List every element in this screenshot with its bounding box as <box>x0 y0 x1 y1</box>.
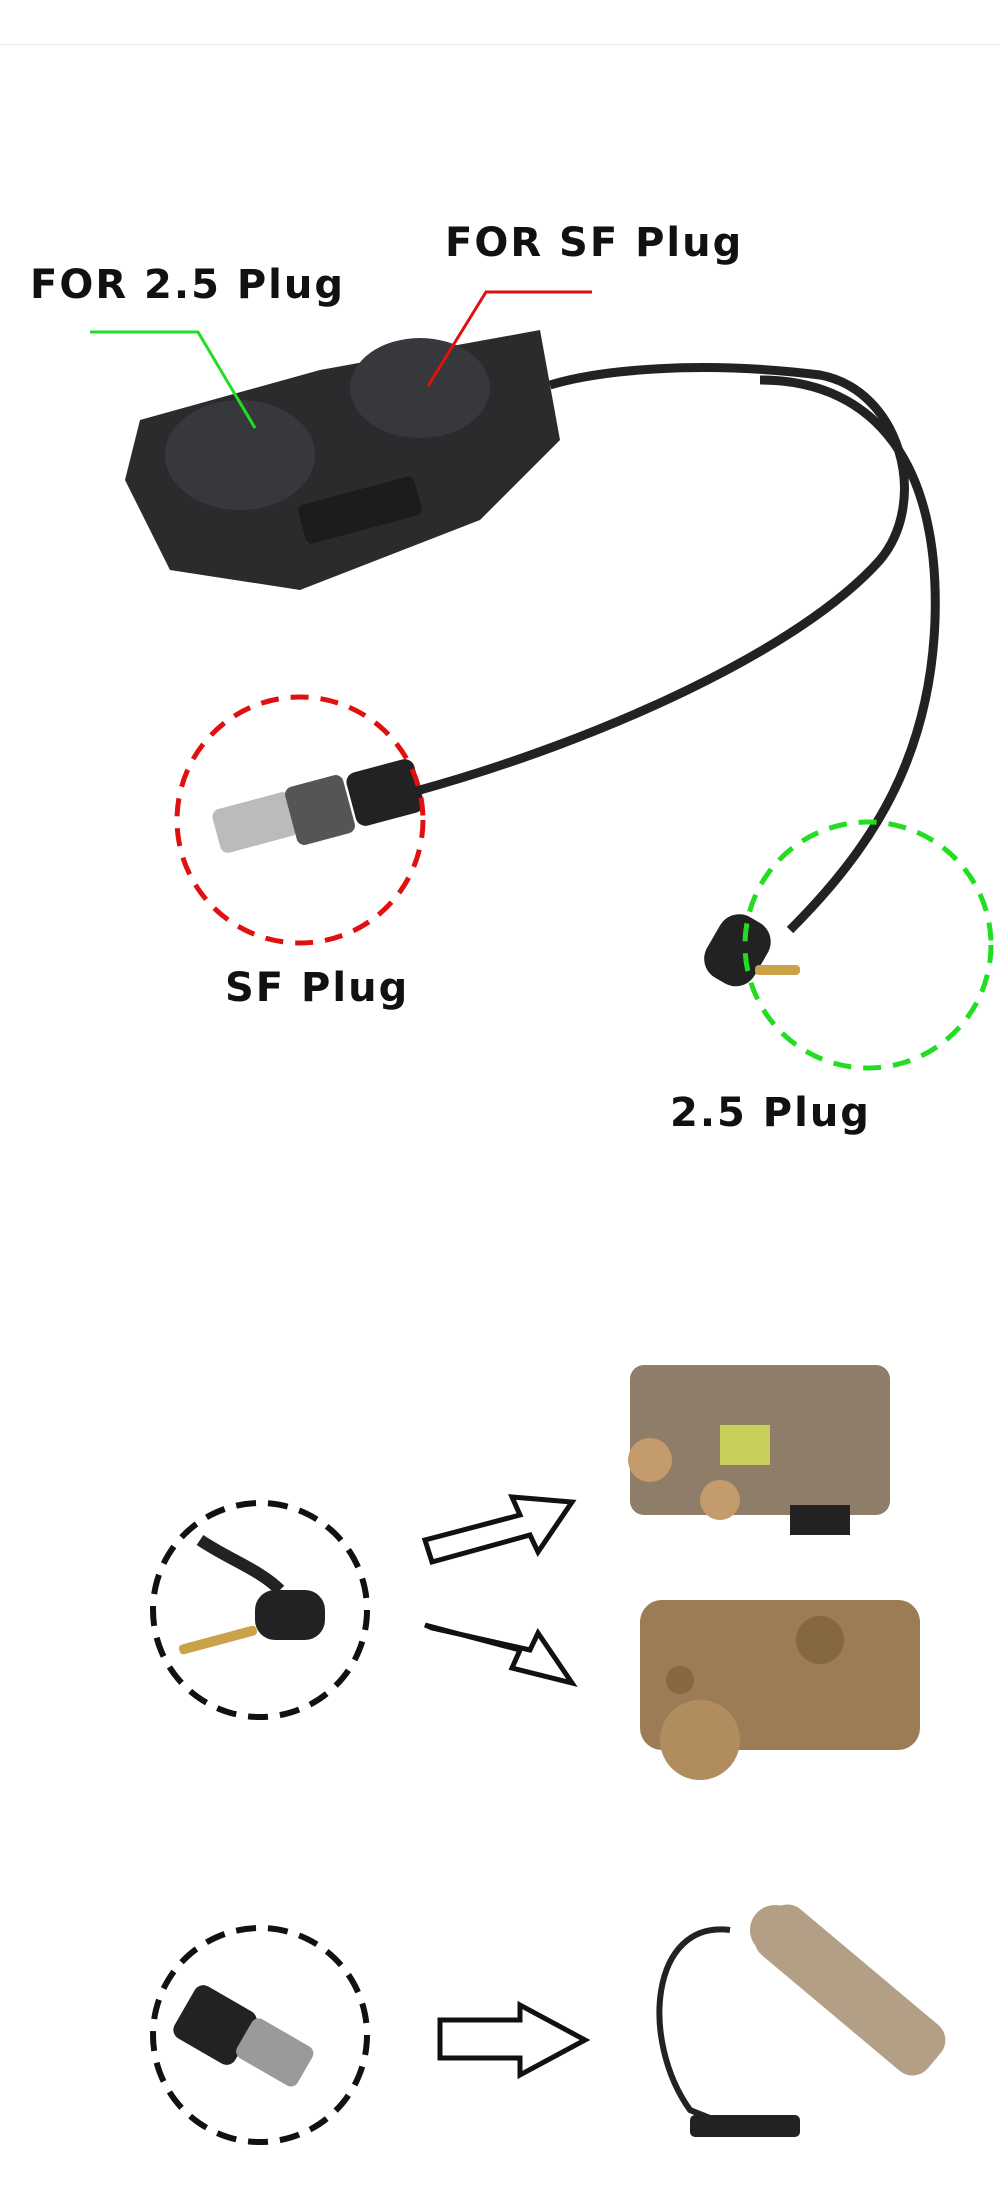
pressure-switch-body <box>125 330 560 590</box>
cable-25 <box>759 375 940 934</box>
divider <box>0 44 1000 45</box>
peq-device-bottom <box>640 1600 920 1780</box>
leader-line-green <box>90 330 257 429</box>
sf-plug-detail-circle <box>150 1925 370 2145</box>
weapon-light-with-tape-switch <box>656 1904 946 2137</box>
plug-25-detail-circle <box>150 1500 370 1720</box>
label-sf-plug: SF Plug <box>225 965 410 1011</box>
leader-line-red <box>426 290 592 387</box>
arrow-right-icon <box>421 1494 577 1566</box>
plug-25-connector <box>704 914 800 987</box>
arrow-right-icon <box>424 1622 578 1688</box>
plug-25-highlight-circle <box>742 819 994 1071</box>
plug-25-detail <box>255 1590 325 1640</box>
label-for-25-plug: FOR 2.5 Plug <box>30 262 345 308</box>
peq-device-top <box>628 1365 890 1535</box>
cable-sf <box>418 363 909 795</box>
sf-plug-highlight-circle <box>174 694 426 946</box>
arrow-right-icon <box>437 2000 591 2080</box>
label-25-plug: 2.5 Plug <box>670 1090 871 1136</box>
sf-plug-connector <box>212 759 424 853</box>
label-for-sf-plug: FOR SF Plug <box>445 220 744 266</box>
